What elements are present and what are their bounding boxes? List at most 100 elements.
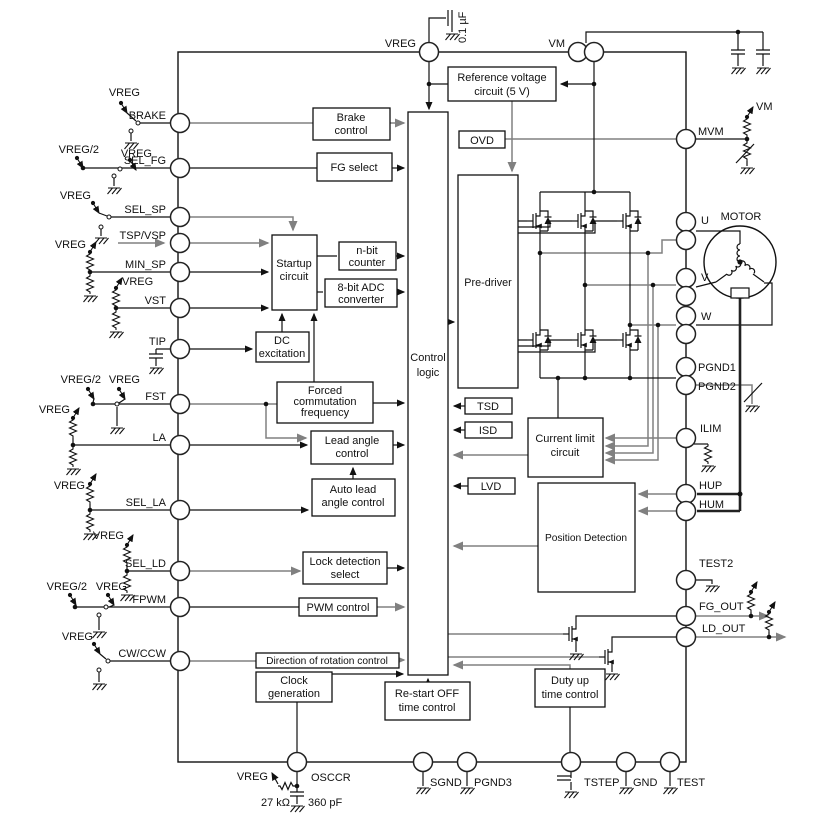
ground-icon <box>563 791 580 799</box>
svg-text:Pre-driver: Pre-driver <box>464 277 512 289</box>
svg-text:SEL_SP: SEL_SP <box>124 204 166 216</box>
svg-text:TIP: TIP <box>149 336 166 348</box>
svg-text:Duty up: Duty up <box>551 675 589 687</box>
pin-v: V <box>675 267 709 307</box>
resistor-icon <box>742 116 752 138</box>
vreg-label: VREG <box>55 239 86 251</box>
svg-text:VREG: VREG <box>385 38 416 50</box>
svg-text:U: U <box>701 215 709 227</box>
svg-text:MVM: MVM <box>698 126 724 138</box>
pin-test2: TEST2 <box>675 558 733 591</box>
svg-text:Re-start OFF: Re-start OFF <box>395 688 459 700</box>
svg-text:GND: GND <box>633 777 658 789</box>
pin-fst: FST <box>145 391 191 415</box>
output-bridge <box>526 207 643 354</box>
ground-icon <box>289 805 306 813</box>
vreg-half-supply-arrow-icon <box>68 593 76 605</box>
svg-text:Position Detection: Position Detection <box>545 533 627 544</box>
ground-icon <box>415 787 432 795</box>
svg-text:Current limit: Current limit <box>535 433 594 445</box>
fg-out-fet-icon <box>562 620 579 648</box>
block-position-detection: Position Detection <box>537 482 636 593</box>
block-isd: ISD <box>464 421 513 439</box>
block-clock-generation: Clock generation <box>255 671 333 703</box>
svg-text:PWM control: PWM control <box>307 602 370 614</box>
svg-text:TEST2: TEST2 <box>699 558 733 570</box>
ground-icon <box>704 585 721 593</box>
block-pwm-control: PWM control <box>298 597 378 617</box>
vreg-supply-arrow-icon <box>125 535 133 547</box>
block-ovd: OVD <box>458 130 506 149</box>
vreg-supply-arrow-icon <box>114 278 122 290</box>
vreg-half-label: VREG/2 <box>61 374 101 386</box>
svg-text:Forced: Forced <box>308 385 342 397</box>
svg-text:circuit: circuit <box>551 447 580 459</box>
svg-text:SEL_FG: SEL_FG <box>124 155 166 167</box>
pins-layer: VREG VM BRAKE SEL_FG SEL_SP TSP/VSP MIN_… <box>118 38 745 789</box>
pin-fpwm: FPWM <box>132 594 191 618</box>
ld-out-fet-icon <box>598 643 615 671</box>
pin-gnd: GND <box>615 751 658 789</box>
motor-label: MOTOR <box>721 211 762 223</box>
svg-text:Reference voltage: Reference voltage <box>457 72 546 84</box>
vreg-label: VREG <box>109 374 140 386</box>
ground-icon <box>91 631 108 639</box>
pin-mvm: MVM <box>675 126 724 150</box>
vreg-label: VREG <box>93 530 124 542</box>
svg-text:DC: DC <box>274 335 290 347</box>
svg-text:PGND2: PGND2 <box>698 381 736 393</box>
vreg-supply-arrow-icon <box>88 474 96 486</box>
block-n-bit-counter: n-bit counter <box>338 241 397 271</box>
resistor-icon <box>764 611 774 633</box>
vreg-label: VREG <box>60 190 91 202</box>
ground-icon <box>618 787 635 795</box>
wiring-gray <box>118 101 787 670</box>
svg-text:generation: generation <box>268 688 320 700</box>
svg-text:BRAKE: BRAKE <box>129 110 166 122</box>
ground-icon <box>109 427 126 435</box>
ground-icon <box>93 237 110 245</box>
vreg-supply-arrow-icon <box>92 642 100 654</box>
svg-text:SEL_LA: SEL_LA <box>126 497 167 509</box>
block-reference-voltage: Reference voltage circuit (5 V) <box>447 66 557 102</box>
osc-capacitor-label: 360 pF <box>308 797 343 809</box>
svg-text:FG select: FG select <box>330 162 377 174</box>
block-direction-control: Direction of rotation control <box>255 652 400 669</box>
svg-text:counter: counter <box>349 257 386 269</box>
pin-test: TEST <box>659 751 705 789</box>
svg-text:circuit (5 V): circuit (5 V) <box>474 86 530 98</box>
low-side-fet-u-icon <box>526 326 553 354</box>
svg-text:FST: FST <box>145 391 166 403</box>
svg-text:Control: Control <box>410 352 445 364</box>
vreg-label: VREG <box>39 404 70 416</box>
bypass-cap-label: 0.1 µF <box>457 11 469 43</box>
svg-text:Direction of rotation control: Direction of rotation control <box>266 656 388 667</box>
pin-brake: BRAKE <box>129 110 191 134</box>
pin-u: U <box>675 211 709 251</box>
block-lock-detection-select: Lock detection select <box>302 551 388 585</box>
vm-label: VM <box>756 101 773 113</box>
svg-text:LA: LA <box>153 432 167 444</box>
svg-text:angle control: angle control <box>322 497 385 509</box>
svg-text:time control: time control <box>542 689 599 701</box>
vreg-label: VREG <box>237 771 268 783</box>
svg-text:TEST: TEST <box>677 777 705 789</box>
svg-text:frequency: frequency <box>301 407 350 419</box>
high-side-fet-v-icon <box>571 207 598 235</box>
pin-sel-ld: SEL_LD <box>125 558 191 582</box>
pin-sgnd: SGND <box>412 751 462 789</box>
svg-text:Lead angle: Lead angle <box>325 435 379 447</box>
pin-pgnd1: PGND1 <box>675 356 736 378</box>
motor-winding-icon <box>736 243 741 263</box>
pin-sel-fg: SEL_FG <box>124 155 191 179</box>
pin-fg-out: FG_OUT <box>675 601 744 627</box>
ground-icon <box>82 295 99 303</box>
svg-text:ILIM: ILIM <box>700 423 721 435</box>
resistor-icon <box>111 309 121 331</box>
capacitor-icon <box>148 353 164 359</box>
vreg-supply-arrow-icon <box>88 242 96 254</box>
osc-resistor-label: 27 kΩ <box>261 797 290 809</box>
motor-symbol: MOTOR <box>703 211 777 299</box>
vreg-label: VREG <box>121 148 152 160</box>
